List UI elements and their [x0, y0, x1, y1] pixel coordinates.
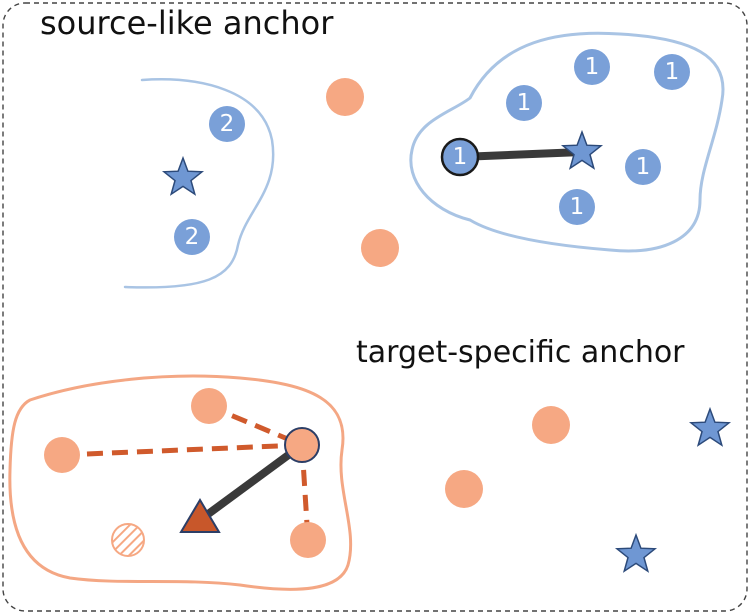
source-cluster-1-node: 1 [559, 189, 595, 225]
target-node [445, 470, 483, 508]
star-icon [614, 532, 658, 573]
source-cluster-2-node: 2 [209, 106, 245, 142]
svg-text:1: 1 [453, 144, 468, 170]
source-cluster-1-node: 1 [574, 49, 610, 85]
source-anchor-node: 1 [440, 137, 480, 177]
source-cluster-1-contour [409, 31, 725, 253]
svg-text:1: 1 [570, 194, 585, 220]
star-icon [161, 155, 205, 196]
svg-text:2: 2 [185, 224, 200, 250]
source-cluster-1-node: 1 [654, 54, 690, 90]
star-icon [688, 406, 732, 447]
target-node [326, 78, 364, 116]
source-cluster-1-node: 1 [625, 149, 661, 185]
target-specific-anchor-label: target-specific anchor [356, 335, 685, 370]
star-icon [560, 129, 604, 170]
svg-text:1: 1 [517, 90, 532, 116]
target-node [361, 229, 399, 267]
target-cluster-contour [8, 374, 353, 591]
svg-text:1: 1 [665, 59, 680, 85]
svg-text:1: 1 [585, 54, 600, 80]
svg-text:1: 1 [636, 154, 651, 180]
target-cluster-node [44, 437, 80, 473]
svg-text:2: 2 [220, 111, 235, 137]
target-cluster-node [290, 522, 326, 558]
target-anchor-edge [197, 441, 305, 524]
source-like-anchor-label: source-like anchor [40, 4, 334, 42]
source-cluster-2-contour [123, 78, 275, 289]
target-node [532, 406, 570, 444]
target-dashed-edge [61, 442, 303, 458]
source-cluster-1-node: 1 [506, 85, 542, 121]
hatched-circle-icon [111, 523, 145, 557]
triangle-icon [179, 498, 221, 533]
target-cluster-node [191, 388, 227, 424]
source-cluster-2-node: 2 [174, 219, 210, 255]
target-anchor-node [284, 427, 320, 463]
source-anchor-edge [459, 148, 583, 161]
